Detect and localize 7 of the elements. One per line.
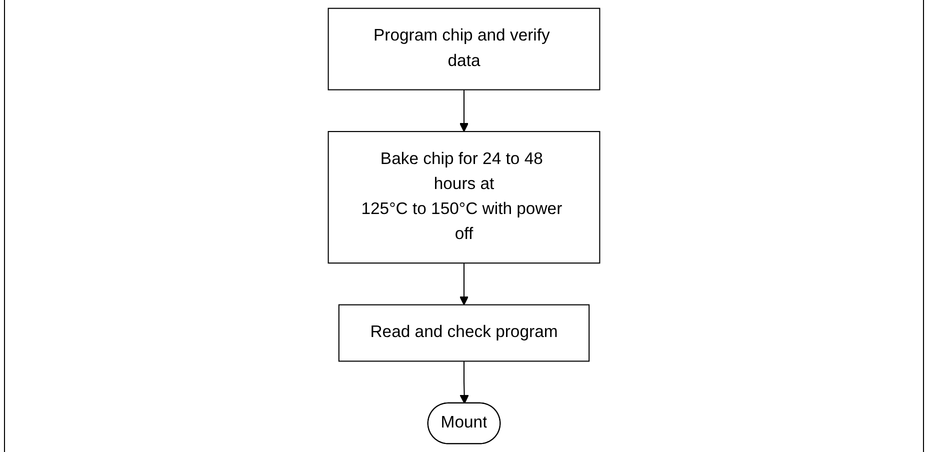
- process-box: Program chip and verify data: [328, 8, 600, 90]
- terminal-node: Mount: [427, 402, 501, 444]
- arrow: [459, 263, 469, 306]
- arrow: [459, 90, 469, 132]
- arrow: [460, 361, 469, 404]
- process-box: Bake chip for 24 to 48 hours at 125°C to 150°C with power off: [328, 131, 600, 264]
- process-box: Read and check program: [338, 304, 590, 362]
